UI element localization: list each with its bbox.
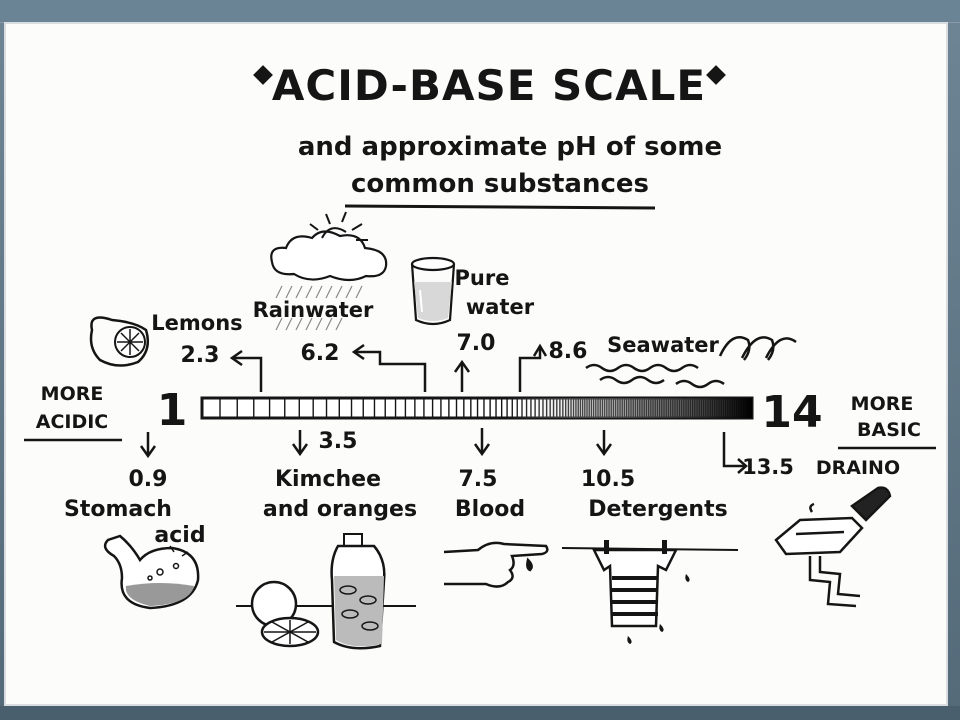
subtitle-line-2: common substances (351, 169, 649, 199)
pure-water-label-line-1: Pure (455, 266, 510, 290)
clothesline-icon (561, 540, 739, 644)
seawater-arrowhead-icon (532, 343, 548, 357)
more-acidic-line-2: ACIDIC (36, 411, 109, 433)
blood-ph: 7.5 (459, 467, 498, 492)
lemon-icon (89, 316, 149, 367)
detergents-label: Detergents (588, 497, 727, 522)
orange-icon (250, 580, 320, 648)
ph-scale-bar (200, 396, 754, 420)
title-right-mark-icon (706, 65, 726, 85)
kimchee-label-line-1: Kimchee (275, 467, 381, 492)
seawater-arrow (518, 348, 542, 392)
seawater-ph: 8.6 (549, 339, 588, 364)
draino-arrow (722, 432, 744, 468)
kimchee-arrowhead-icon (291, 443, 309, 457)
draino-label: DRAINO (816, 457, 900, 479)
subtitle-underline (344, 204, 656, 210)
drain-sink-icon (774, 486, 892, 608)
rainwater-ph: 6.2 (301, 341, 340, 366)
rainwater-arrowhead-icon (351, 343, 365, 361)
detergents-ph: 10.5 (581, 467, 635, 492)
blood-arrowhead-icon (473, 443, 491, 457)
lemons-arrowhead-icon (229, 349, 243, 367)
stomach-arrowhead-icon (139, 445, 157, 459)
kimchee-label-line-2: and oranges (263, 497, 417, 522)
sun-cloud-icon (270, 211, 388, 282)
seawater-label: Seawater (607, 333, 719, 357)
finger-icon (443, 541, 549, 588)
pure-water-label-line-2: water (466, 295, 535, 319)
more-basic-line-1: MORE (851, 393, 914, 415)
lemons-ph: 2.3 (181, 343, 220, 368)
page-title: ACID-BASE SCALE (272, 61, 706, 110)
wave-icon (585, 336, 797, 389)
jar-icon (330, 533, 386, 650)
water-glass-icon (410, 256, 456, 326)
subtitle-line-1: and approximate pH of some (298, 132, 722, 162)
pure-water-arrowhead-icon (453, 359, 471, 373)
title-left-mark-icon (253, 65, 273, 85)
draino-ph: 13.5 (742, 455, 794, 479)
more-basic-line-2: BASIC (857, 419, 921, 441)
scale-max-label: 14 (761, 387, 822, 438)
stomach-label-line-2: acid (154, 523, 205, 548)
draino-arrowhead-icon (737, 458, 748, 474)
stomach-flask-icon (103, 534, 200, 610)
window-bottom-bar (0, 706, 960, 720)
stomach-ph: 0.9 (129, 467, 168, 492)
rain-icon (275, 285, 363, 331)
detergents-arrowhead-icon (595, 443, 613, 457)
scale-min-label: 1 (157, 385, 188, 436)
stomach-label-line-1: Stomach (64, 497, 172, 522)
kimchee-ph: 3.5 (319, 429, 358, 454)
blood-label: Blood (455, 497, 525, 522)
lemons-arrow (234, 356, 263, 392)
rainwater-label: Rainwater (253, 298, 374, 322)
lemons-label: Lemons (151, 311, 242, 335)
rainwater-arrow (356, 350, 427, 392)
more-acidic-line-1: MORE (41, 383, 104, 405)
pure-water-ph: 7.0 (457, 331, 496, 356)
